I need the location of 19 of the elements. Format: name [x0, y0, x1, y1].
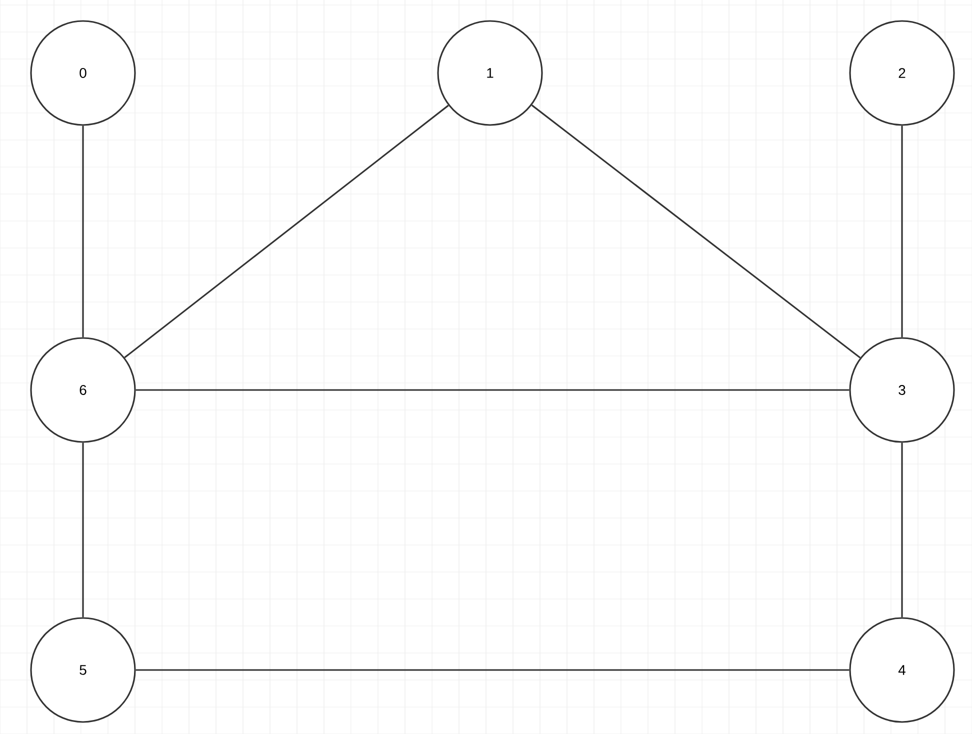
edge-line: [124, 104, 449, 358]
node-label: 3: [898, 385, 906, 395]
graph-vertex: 3: [849, 337, 955, 443]
edge-line: [82, 442, 84, 618]
graph-vertex: 6: [30, 337, 136, 443]
edge-line: [901, 126, 903, 338]
graph-vertex: 2: [849, 20, 955, 126]
graph-vertex: 4: [849, 617, 955, 723]
node-label: 4: [898, 665, 906, 675]
edge-line: [82, 126, 84, 338]
node-label: 2: [898, 68, 906, 78]
graph-vertex: 1: [437, 20, 543, 126]
graph-vertex: 5: [30, 617, 136, 723]
edge-line: [136, 389, 850, 391]
edge-line: [531, 104, 861, 358]
graph-vertex: 0: [30, 20, 136, 126]
edge-line: [901, 442, 903, 618]
edge-line: [136, 669, 850, 671]
node-label: 5: [80, 665, 86, 675]
